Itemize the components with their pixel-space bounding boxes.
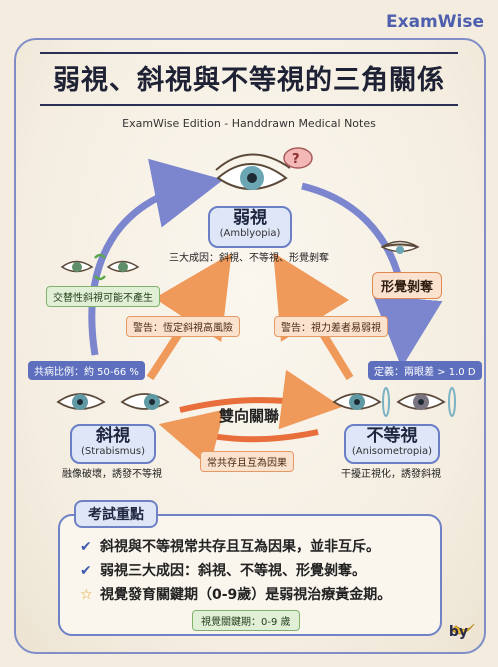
deprivation-tag: 形覺剝奪 xyxy=(372,272,443,299)
exam-item-text: 弱視三大成因：斜視、不等視、形覺剝奪。 xyxy=(100,563,366,579)
anisometropia-eyes-icon xyxy=(332,387,456,417)
brand-logo: ExamWise xyxy=(386,12,484,32)
bidirectional-label: 雙向關聯 xyxy=(218,407,279,425)
check-icon: ✔ xyxy=(80,563,92,579)
comorbidity-tag: 共病比例：約 50-66 % xyxy=(28,361,145,380)
exam-item: ☆ 視覺發育關鍵期（0-9歲）是弱視治療黃金期。 xyxy=(80,584,391,604)
exam-item: ✔ 弱視三大成因：斜視、不等視、形覺剝奪。 xyxy=(80,560,366,580)
anisometropia-title: 不等視 xyxy=(366,426,418,446)
causal-tag: 常共存且互為因果 xyxy=(200,451,294,472)
arrow-left xyxy=(158,409,319,468)
amblyopia-caption: 三大成因：斜視、不等視、形覺剝奪 xyxy=(169,253,329,264)
page-title: 弱視、斜視與不等視的三角關係 xyxy=(53,65,445,96)
banana-icon xyxy=(451,623,475,635)
left-eyes-icon xyxy=(60,253,140,281)
strabismus-eyes-icon xyxy=(56,393,170,410)
anisometropia-caption: 干擾正視化，誘發斜視 xyxy=(341,469,441,480)
warning-anisometropia-tag: 警告：視力差者易弱視 xyxy=(274,316,388,337)
strabismus-caption: 融像破壞，誘發不等視 xyxy=(62,469,162,480)
title-bottom-rule xyxy=(40,104,458,106)
exam-box-title: 考試重點 xyxy=(74,500,158,528)
amblyopia-subtitle: (Amblyopia) xyxy=(219,228,281,239)
alternating-tag: 交替性斜視可能不產生 xyxy=(46,286,160,307)
star-icon: ☆ xyxy=(80,587,93,603)
arc-right-arrow xyxy=(301,182,443,368)
warning-strabismus-tag: 警告：恆定斜視高風險 xyxy=(126,316,240,337)
arrow-right xyxy=(179,369,342,430)
brain-icon: ? xyxy=(283,147,313,169)
svg-text:?: ? xyxy=(292,152,300,167)
node-amblyopia: 弱視 (Amblyopia) xyxy=(208,206,292,248)
exam-item-text: 斜視與不等視常共存且互為因果，並非互斥。 xyxy=(100,539,380,555)
closed-eye-icon xyxy=(380,240,420,254)
strabismus-title: 斜視 xyxy=(96,426,130,446)
exam-item: ✔ 斜視與不等視常共存且互為因果，並非互斥。 xyxy=(80,536,380,556)
page-subtitle: ExamWise Edition - Handdrawn Medical Not… xyxy=(122,117,376,130)
eye-icon xyxy=(215,153,291,190)
exam-item-text: 視覺發育關鍵期（0-9歲）是弱視治療黃金期。 xyxy=(100,587,392,603)
definition-tag: 定義：兩眼差 > 1.0 D xyxy=(368,361,482,380)
arc-left-arrow xyxy=(88,158,224,356)
check-icon: ✔ xyxy=(80,539,92,555)
node-strabismus: 斜視 (Strabismus) xyxy=(70,424,156,464)
strabismus-subtitle: (Strabismus) xyxy=(81,446,145,457)
byline: by xyxy=(448,624,468,640)
title-top-rule xyxy=(40,52,458,54)
critical-period-tag: 視覺關鍵期：0-9 歲 xyxy=(192,610,300,631)
anisometropia-subtitle: (Anisometropia) xyxy=(351,446,433,457)
amblyopia-title: 弱視 xyxy=(233,208,267,228)
node-anisometropia: 不等視 (Anisometropia) xyxy=(344,424,440,464)
